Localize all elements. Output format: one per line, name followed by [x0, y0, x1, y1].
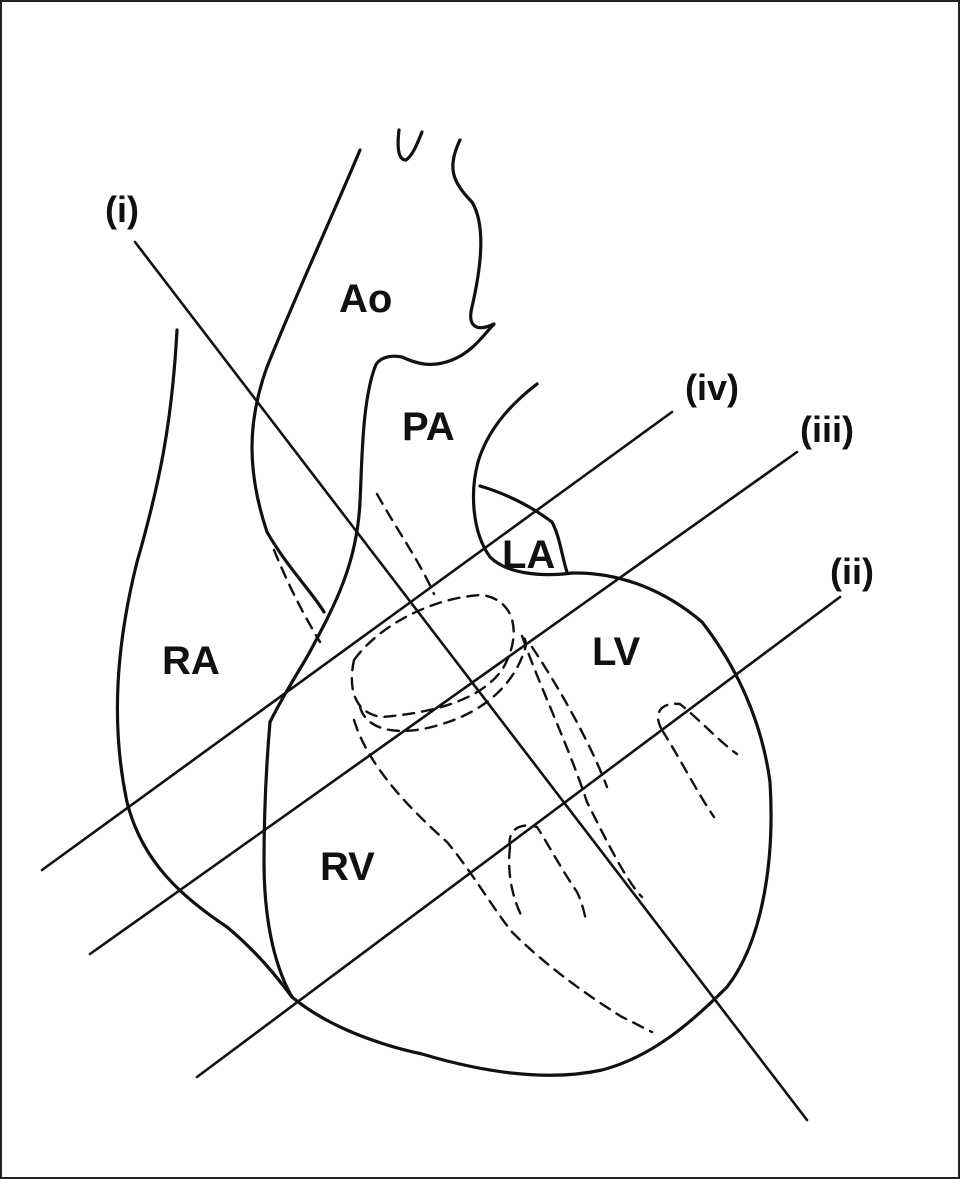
aorta-inner-wall — [268, 365, 377, 724]
ventricle-outline — [262, 571, 773, 1077]
lv-dashed-left — [520, 634, 644, 899]
valve-ring-outer — [350, 593, 515, 719]
outflow-dashed-left — [272, 548, 322, 644]
label-right-ventricle: RV — [320, 845, 375, 889]
label-left-atrium: LA — [502, 533, 555, 577]
plane-iv-label: (iv) — [685, 367, 739, 408]
label-left-ventricle: LV — [592, 630, 640, 674]
left-atrium-top — [478, 484, 569, 574]
aorta-top-hook — [396, 128, 424, 162]
papillary-lv — [656, 702, 739, 819]
outflow-dashed-mid — [375, 492, 436, 596]
plane-iii-label: (iii) — [800, 409, 854, 450]
aorta-left-wall — [250, 148, 362, 614]
aorta-right-wall — [373, 138, 496, 369]
plane-ii-label: (ii) — [830, 551, 874, 592]
plane-i-line — [133, 240, 809, 1122]
plane-iii-line — [88, 450, 799, 956]
label-aorta: Ao — [339, 277, 392, 321]
plane-iv-line — [40, 410, 674, 872]
right-atrium-outline — [115, 328, 294, 999]
plane-i-label: (i) — [105, 189, 139, 230]
septum-dashed — [352, 718, 654, 1034]
label-right-atrium: RA — [162, 639, 220, 683]
pulmonary-artery-curve — [471, 382, 574, 577]
papillary-rv — [507, 824, 588, 922]
plane-ii-line — [195, 595, 842, 1079]
lv-dashed-right — [530, 645, 609, 789]
label-pulmonary-artery: PA — [402, 405, 455, 449]
